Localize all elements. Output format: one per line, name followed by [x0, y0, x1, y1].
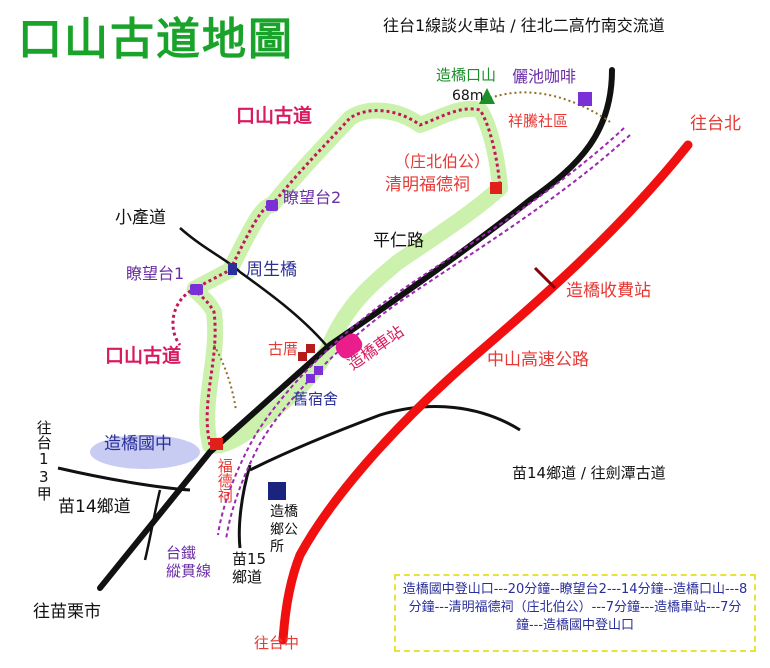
- fude-shrine-label: 福德祠: [215, 458, 234, 503]
- route-info-text: 造橋國中登山口---20分鐘--瞭望台2---14分鐘--造橋口山---8分鐘-…: [402, 582, 748, 633]
- cafe-label: 儷池咖啡: [512, 67, 577, 86]
- trail-path: [193, 107, 502, 446]
- trail-lower-loop: [171, 286, 197, 346]
- temple-alias-label: （庄北伯公）: [394, 152, 491, 171]
- trail-lower-label: 口山古道: [105, 345, 182, 367]
- small-road: [179, 227, 327, 346]
- bridge-label: 周生橋: [246, 260, 297, 280]
- township-office-icon: [268, 482, 286, 500]
- miao15-road: [237, 464, 252, 549]
- main-road: [97, 67, 615, 591]
- township-office-label: 造橋 鄉公所: [270, 504, 298, 555]
- pingren-road-label: 平仁路: [373, 231, 424, 251]
- route-info-box: 造橋國中登山口---20分鐘--瞭望台2---14分鐘--造橋口山---8分鐘-…: [394, 574, 756, 652]
- dorm-label: 舊宿舍: [293, 390, 339, 408]
- old-house-icon-1: [306, 344, 315, 353]
- peak-name-label: 造橋口山: [436, 66, 497, 84]
- to-taizhong-label: 往台中: [254, 634, 300, 652]
- station-icon: [335, 333, 363, 359]
- old-house-label: 古厝: [268, 340, 299, 358]
- miao14-right-label: 苗14鄉道 / 往劍潭古道: [512, 464, 666, 482]
- school-label: 造橋國中: [104, 434, 172, 454]
- toll-station-mark: [533, 266, 557, 290]
- road-west-branch: [143, 489, 162, 561]
- trail-upper-label: 口山古道: [236, 105, 313, 127]
- miao15-label: 苗15 鄉道: [232, 550, 267, 586]
- viewpoint2-icon: [266, 200, 278, 211]
- small-road-label: 小產道: [115, 208, 166, 228]
- trail-brown-spur: [213, 91, 611, 411]
- map-title: 口山古道地圖: [18, 14, 294, 65]
- to-taibei-label: 往台北: [690, 114, 741, 134]
- viewpoint1-label: 瞭望台1: [126, 264, 185, 283]
- railway-line: [225, 134, 631, 541]
- temple-label: 清明福德祠: [385, 175, 470, 195]
- railway-line-2: [217, 127, 625, 536]
- community-label: 祥騰社區: [508, 112, 569, 130]
- railway-label: 台鐵 縱貫線: [166, 544, 212, 580]
- tai13-label: 往台13甲: [34, 420, 53, 501]
- bridge-icon: [228, 263, 237, 275]
- highway-label: 中山高速公路: [487, 350, 589, 370]
- miao14-road: [57, 405, 521, 492]
- old-house-icon-2: [298, 352, 307, 361]
- viewpoint2-label: 瞭望台2: [283, 188, 342, 207]
- peak-icon: [479, 88, 495, 104]
- viewpoint1-icon: [190, 284, 203, 295]
- temple-icon: [490, 182, 502, 194]
- top-direction-label: 往台1線談火車站 / 往北二高竹南交流道: [383, 16, 665, 35]
- dorm-icon-2: [306, 374, 315, 383]
- cafe-icon: [578, 92, 592, 106]
- highway-line: [278, 140, 693, 645]
- peak-elevation-label: 68m: [452, 88, 484, 104]
- fude-shrine-icon: [210, 438, 223, 450]
- toll-station-label: 造橋收費站: [566, 281, 651, 301]
- to-miaoli-label: 往苗栗市: [33, 602, 101, 622]
- school-area: [90, 435, 200, 469]
- miao14-left-label: 苗14鄉道: [58, 497, 131, 517]
- dorm-icon-1: [314, 366, 323, 375]
